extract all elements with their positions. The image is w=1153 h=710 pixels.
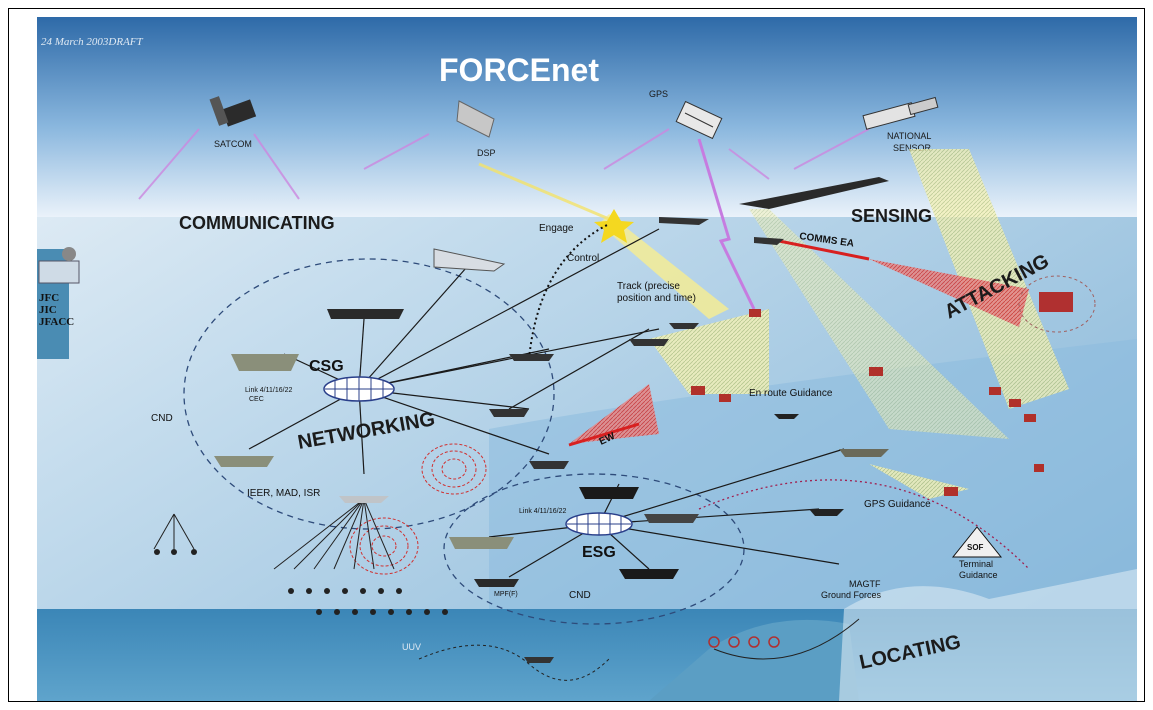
gps-label: GPS bbox=[649, 89, 668, 99]
sof-label: SOF bbox=[967, 543, 984, 552]
csg-label: CSG bbox=[309, 358, 344, 375]
csg-cec-label: CEC bbox=[249, 396, 264, 403]
csg-links bbox=[248, 228, 660, 475]
terminal-guidance-label-2: Guidance bbox=[959, 570, 998, 580]
satcom-label: SATCOM bbox=[214, 139, 252, 149]
date-stamp: 24 March 2003DRAFT bbox=[41, 36, 144, 48]
gps-lightning-bolt bbox=[697, 138, 756, 310]
clouds-bottom-right bbox=[839, 569, 1137, 701]
shore bbox=[649, 619, 859, 701]
dsp-label: DSP bbox=[477, 148, 496, 158]
page-title: FORCEnet bbox=[439, 52, 599, 88]
sonobuoy-lines bbox=[153, 498, 395, 570]
aircraft-fighter-icon bbox=[659, 217, 709, 225]
aircraft-ea-icon bbox=[754, 237, 784, 245]
command-center-icon bbox=[38, 247, 80, 284]
ship-small-icon bbox=[509, 354, 554, 361]
engage-control-path bbox=[528, 223, 610, 360]
ieer-label: IEER, MAD, ISR bbox=[247, 488, 320, 499]
ship-mpf-icon bbox=[474, 579, 519, 587]
mpf-label: MPF(F) bbox=[494, 591, 518, 598]
sof-triangle-icon bbox=[951, 526, 1003, 558]
ship-esg-1-icon bbox=[579, 487, 639, 499]
aircraft-helo-3-icon bbox=[839, 449, 889, 457]
ship-destroyer-icon bbox=[327, 309, 404, 319]
engage-label: Engage bbox=[539, 223, 574, 234]
control-label: Control bbox=[567, 253, 599, 264]
communicating-label: COMMUNICATING bbox=[179, 213, 335, 233]
gps-beam bbox=[599, 214, 729, 319]
national-sensor-cone bbox=[909, 149, 1069, 409]
ship-esg-3-icon bbox=[619, 569, 679, 579]
esg-label: ESG bbox=[582, 544, 616, 561]
aircraft-helo-1-icon bbox=[489, 409, 529, 417]
engage-star-icon bbox=[594, 209, 634, 243]
ground-targets bbox=[691, 309, 1044, 496]
sensor-cone-middle bbox=[649, 309, 769, 394]
magtf-label-1: MAGTF bbox=[849, 579, 881, 589]
terminal-guidance-label-1: Terminal bbox=[959, 559, 993, 569]
csg-link-label: Link 4/11/16/22 bbox=[245, 387, 292, 394]
sensor-beam-right bbox=[749, 209, 1009, 439]
ew-beam bbox=[568, 422, 640, 447]
sonar-rings-bottom bbox=[349, 517, 419, 575]
dsp-satellite-icon bbox=[456, 100, 495, 138]
forcenet-diagram: 24 March 2003DRAFT FORCEnet SATCOM DSP G… bbox=[37, 17, 1137, 701]
national-sensor-satellite-icon bbox=[862, 96, 939, 130]
diagram-frame: 24 March 2003DRAFT FORCEnet SATCOM DSP G… bbox=[8, 8, 1145, 702]
sensing-label: SENSING bbox=[851, 206, 932, 226]
esg-network-ring bbox=[443, 473, 745, 625]
aircraft-helo-2-icon bbox=[529, 461, 569, 469]
aircraft-strike-2-icon bbox=[669, 323, 699, 329]
dsp-beam bbox=[478, 162, 610, 221]
cnd-left-label: CND bbox=[151, 413, 173, 424]
esg-link-label: Link 4/11/16/22 bbox=[519, 508, 566, 515]
aircraft-strike-icon bbox=[629, 339, 669, 346]
missile-enroute-icon bbox=[774, 414, 799, 419]
gps-guidance-arc bbox=[698, 479, 1030, 570]
aircraft-awacs-icon bbox=[433, 248, 506, 272]
ship-esg-2-icon bbox=[644, 514, 699, 523]
esg-hub-grid bbox=[567, 513, 631, 535]
command-label-jic: JIC bbox=[39, 304, 57, 316]
sonar-rings-left bbox=[421, 443, 487, 495]
attack-target-ring bbox=[1018, 275, 1096, 333]
uuv-path bbox=[418, 644, 610, 681]
csg-network-ring bbox=[183, 258, 555, 530]
aircraft-jet-icon bbox=[809, 509, 844, 516]
track-label-1: Track (precise bbox=[617, 281, 680, 292]
attack-cone bbox=[869, 259, 1029, 327]
locating-sensors bbox=[708, 636, 780, 648]
ship-amphib-icon bbox=[449, 537, 514, 549]
ship-cruiser-icon bbox=[214, 456, 274, 467]
csg-hub-grid bbox=[325, 377, 393, 401]
magtf-label-2: Ground Forces bbox=[821, 590, 882, 600]
command-label-jfc: JFC bbox=[39, 292, 59, 304]
aircraft-uav-icon bbox=[739, 177, 889, 209]
uuv-label: UUV bbox=[402, 642, 421, 652]
satcom-beams bbox=[138, 128, 870, 200]
cnd-bottom-label: CND bbox=[569, 590, 591, 601]
submarine-icon bbox=[524, 657, 554, 663]
national-sensor-label-2: SENSOR bbox=[893, 143, 932, 153]
gps-guidance-label: GPS Guidance bbox=[864, 499, 931, 510]
comms-ea-beam bbox=[778, 239, 870, 261]
target-building-icon bbox=[1039, 292, 1073, 312]
esg-links bbox=[488, 448, 845, 578]
aircraft-mpa-icon bbox=[339, 496, 389, 503]
track-label-2: position and time) bbox=[617, 293, 696, 304]
satcom-satellite-icon bbox=[209, 96, 257, 127]
ew-cone bbox=[569, 384, 659, 444]
ship-carrier-icon bbox=[231, 354, 299, 371]
gps-satellite-icon bbox=[675, 100, 723, 140]
enroute-guidance-label: En route Guidance bbox=[749, 388, 833, 399]
command-label-jfacc: JFACC bbox=[39, 316, 74, 328]
locating-cable bbox=[713, 618, 860, 660]
sonobuoys bbox=[154, 549, 448, 615]
national-sensor-label-1: NATIONAL bbox=[887, 131, 931, 141]
